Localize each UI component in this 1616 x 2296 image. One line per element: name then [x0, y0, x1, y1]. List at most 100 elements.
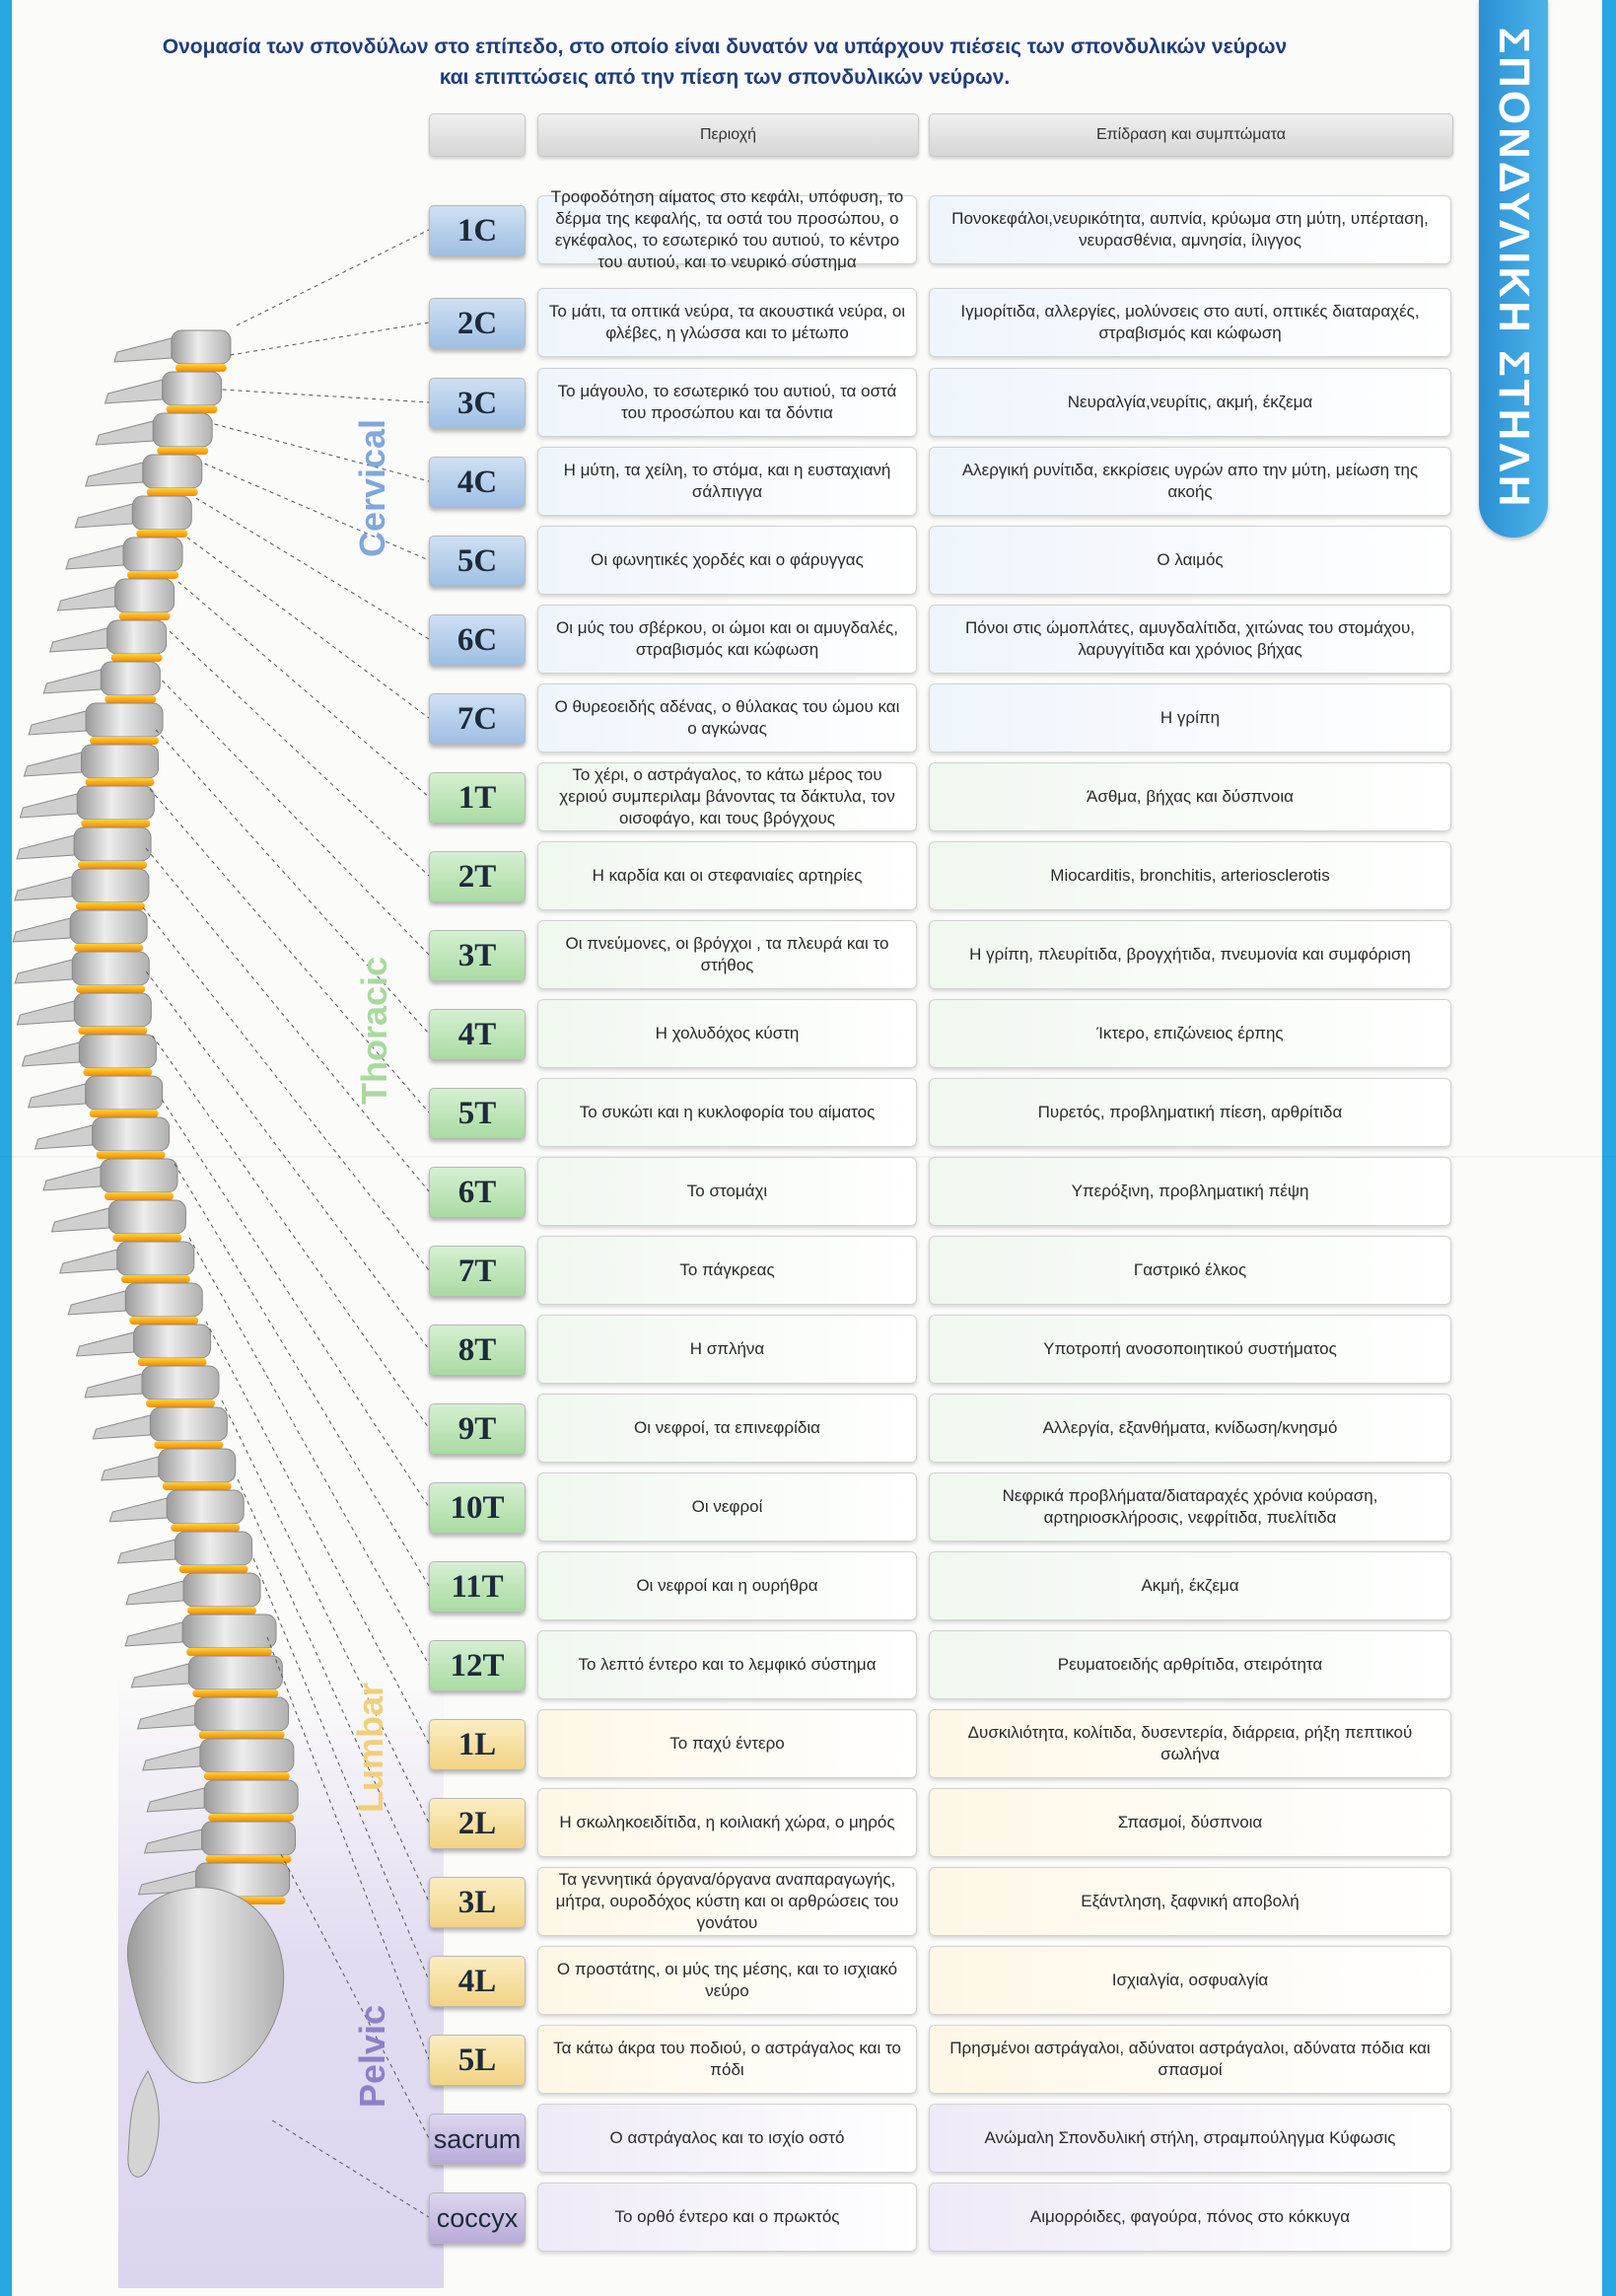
spinous-process	[42, 1166, 102, 1191]
leader-line	[236, 229, 430, 326]
region-cell: Η σκωληκοειδίτιδα, η κοιλιακή χώρα, ο μη…	[537, 1788, 917, 1857]
spinous-process	[16, 834, 75, 860]
page-title: Ονομασία των σπονδύλων στο επίπεδο, στο …	[89, 32, 1361, 93]
effect-cell: Ακμή, έκζεμα	[929, 1551, 1451, 1620]
spinous-process	[74, 503, 133, 529]
vertebra-body	[203, 1779, 299, 1815]
leader-line	[230, 322, 430, 356]
vertebra-label: 4L	[429, 1956, 526, 2007]
region-cell: Τα κάτω άκρα του ποδιού, ο αστράγαλος κα…	[537, 2025, 917, 2094]
region-cell: Τροφοδότηση αίματος στο κεφάλι, υπόφυση,…	[537, 187, 917, 271]
spinous-process	[85, 462, 144, 487]
region-cell: Το συκώτι και η κυκλοφορία του αίματος	[537, 1078, 917, 1147]
spinous-process	[116, 1539, 176, 1564]
spinous-process	[14, 876, 73, 901]
leader-line	[142, 906, 430, 1271]
region-cell: Τα γεννητικά όργανα/όργανα αναπαραγωγής,…	[537, 1867, 917, 1936]
spinous-process	[136, 1704, 196, 1730]
spinous-process	[125, 1580, 184, 1606]
leader-line	[145, 847, 430, 1192]
intervertebral-disc	[110, 654, 163, 662]
intervertebral-disc	[208, 1814, 295, 1822]
spinous-process	[42, 669, 102, 694]
effect-cell: Υπερόξινη, προβληματική πέψη	[929, 1157, 1451, 1226]
effect-cell: Πυρετός, προβληματική πίεση, αρθρίτιδα	[929, 1078, 1451, 1147]
spinous-process	[56, 586, 116, 611]
region-cell: Οι νεφροί και η ουρήθρα	[537, 1551, 917, 1620]
leader-line	[162, 680, 430, 956]
vertebra-body	[181, 1614, 277, 1649]
vertebra-label: 1T	[429, 772, 526, 824]
vertebra-body	[199, 1738, 295, 1773]
title-line-2: και επιπτώσεις από την πίεση των σπονδυλ…	[439, 66, 1011, 89]
effect-cell: Αλλεργία, εξανθήματα, κνίδωση/κνησμό	[929, 1394, 1451, 1463]
intervertebral-disc	[90, 737, 160, 745]
leader-line	[204, 463, 430, 561]
vertebra-body	[100, 1158, 178, 1193]
intervertebral-disc	[112, 1234, 182, 1242]
vertebra-body	[81, 744, 159, 779]
effect-cell: Πρησμένοι αστράγαλοι, αδύνατοι αστράγαλο…	[929, 2025, 1451, 2094]
effect-cell: Άσθμα, βήχας και δύσπνοια	[929, 762, 1451, 831]
intervertebral-disc	[81, 820, 151, 827]
vertebra-label: 5C	[429, 536, 526, 587]
effect-cell: Γαστρικό έλκος	[929, 1236, 1451, 1305]
intervertebral-disc	[171, 1524, 241, 1532]
vertebra-body	[171, 329, 232, 365]
spinous-process	[65, 544, 124, 570]
spinous-process	[12, 917, 71, 943]
vertebra-body	[131, 495, 192, 531]
vertebra-body	[73, 826, 152, 862]
leader-line	[222, 389, 430, 403]
vertebra-label: 10T	[429, 1482, 526, 1534]
side-tab: ΣΠΟΝΔΥΛΙΚΗ ΣΤΗΛΗ	[1479, 0, 1548, 538]
vertebra-body	[149, 1406, 228, 1442]
vertebra-body	[201, 1821, 297, 1856]
spinous-process	[142, 1746, 201, 1771]
leader-line	[271, 2119, 430, 2218]
spinous-process	[75, 1331, 135, 1357]
vertebra-body	[122, 537, 183, 572]
region-label-lumbar: Lumbar	[350, 1682, 390, 1814]
intervertebral-disc	[154, 1441, 224, 1449]
vertebra-label: 3L	[429, 1877, 526, 1928]
vertebra-label: 2T	[429, 851, 526, 902]
vertebra-body	[187, 1655, 283, 1690]
effect-cell: Ίκτερο, επιζώνειος έρπης	[929, 999, 1451, 1068]
spinous-process	[108, 1497, 168, 1523]
vertebra-body	[182, 1572, 261, 1608]
region-cell: Η σπλήνα	[537, 1315, 917, 1384]
effect-cell: Miocarditis, bronchitis, arterioscleroti…	[929, 841, 1451, 910]
intervertebral-disc	[203, 1772, 290, 1780]
effect-cell: Νευραλγία,νευρίτις, ακμή, έκζεμα	[929, 368, 1451, 437]
spinous-process	[19, 793, 78, 819]
vertebra-body	[100, 661, 161, 696]
region-cell: Το μάτι, τα οπτικά νεύρα, τα ακουστικά ν…	[537, 288, 917, 357]
intervertebral-disc	[187, 1607, 256, 1614]
intervertebral-disc	[120, 1275, 190, 1283]
spinous-process	[92, 1414, 151, 1440]
vertebra-body	[114, 578, 176, 613]
effect-cell: Ανώμαλη Σπονδυλική στήλη, στραμπούληγμα …	[929, 2104, 1451, 2173]
vertebra-body	[69, 909, 148, 945]
intervertebral-disc	[146, 488, 198, 496]
intervertebral-disc	[166, 405, 218, 413]
vertebra-body	[76, 785, 155, 821]
vertebra-body	[78, 1034, 157, 1069]
vertebra-label: 4C	[429, 457, 526, 508]
intervertebral-disc	[118, 612, 171, 620]
spinous-process	[48, 627, 108, 653]
region-cell: Η χολυδόχος κύστη	[537, 999, 917, 1068]
leader-line	[149, 788, 430, 1113]
effect-cell: Υποτροπή ανοσοποιητικού συστήματος	[929, 1315, 1451, 1384]
header-effect: Επίδραση και συμπτώματα	[929, 113, 1453, 157]
effect-cell: Αλεργική ρυνίτιδα, εκκρίσεις υγρών απο τ…	[929, 447, 1451, 516]
vertebra-label: 12T	[429, 1640, 526, 1691]
spinous-process	[21, 1041, 80, 1067]
spinous-process	[16, 1000, 75, 1026]
vertebra-label: 1C	[429, 205, 526, 256]
vertebra-body	[106, 619, 168, 655]
spinous-process	[113, 337, 173, 363]
region-cell: Το παχύ έντερο	[537, 1709, 917, 1778]
